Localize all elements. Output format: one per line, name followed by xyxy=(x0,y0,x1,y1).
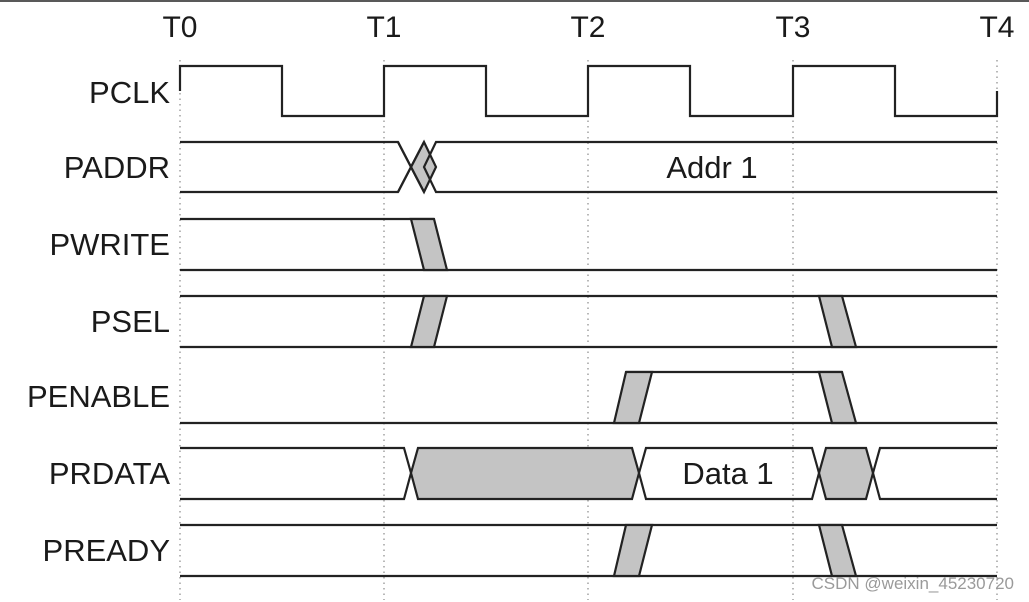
prdata-bus-right xyxy=(871,446,997,501)
signal-label-pready: PREADY xyxy=(43,533,170,568)
pready-waveform xyxy=(180,523,997,578)
paddr-bus-left xyxy=(180,140,413,194)
paddr-bus-right xyxy=(422,140,997,194)
paddr-crossover xyxy=(397,141,425,193)
signal-label-prdata: PRDATA xyxy=(49,456,170,491)
prdata-waveform: Data 1 xyxy=(180,446,997,501)
penable-transition-rise xyxy=(612,370,654,425)
time-label-t0: T0 xyxy=(162,11,197,44)
signal-label-penable: PENABLE xyxy=(27,379,170,414)
pwrite-transition xyxy=(409,217,449,272)
penable-waveform xyxy=(180,370,997,425)
signal-labels: PCLK PADDR PWRITE PSEL PENABLE PRDATA PR… xyxy=(27,75,170,568)
prdata-value-label: Data 1 xyxy=(682,456,773,491)
psel-transition-fall xyxy=(817,294,858,349)
prdata-bus-left xyxy=(180,446,413,501)
prdata-invalid-segment-1 xyxy=(409,446,641,501)
signal-label-pclk: PCLK xyxy=(89,75,170,110)
pready-transition-rise xyxy=(612,523,654,578)
watermark: CSDN @weixin_45230720 xyxy=(812,574,1014,593)
time-gridlines xyxy=(179,60,998,600)
paddr-value-label: Addr 1 xyxy=(666,150,757,185)
paddr-waveform: Addr 1 xyxy=(180,139,997,195)
penable-transition-fall xyxy=(817,370,858,425)
signal-label-psel: PSEL xyxy=(91,304,170,339)
signal-label-paddr: PADDR xyxy=(64,150,170,185)
time-labels: T0 T1 T2 T3 T4 xyxy=(162,11,1014,44)
time-label-t3: T3 xyxy=(775,11,810,44)
pwrite-waveform xyxy=(180,217,997,272)
pclk-waveform xyxy=(178,64,999,118)
time-label-t2: T2 xyxy=(570,11,605,44)
psel-waveform xyxy=(180,294,997,349)
time-label-t4: T4 xyxy=(979,11,1014,44)
signal-label-pwrite: PWRITE xyxy=(49,227,170,262)
time-label-t1: T1 xyxy=(366,11,401,44)
psel-transition-rise xyxy=(409,294,449,349)
pready-transition-fall xyxy=(817,523,858,578)
prdata-invalid-segment-2 xyxy=(817,446,875,501)
